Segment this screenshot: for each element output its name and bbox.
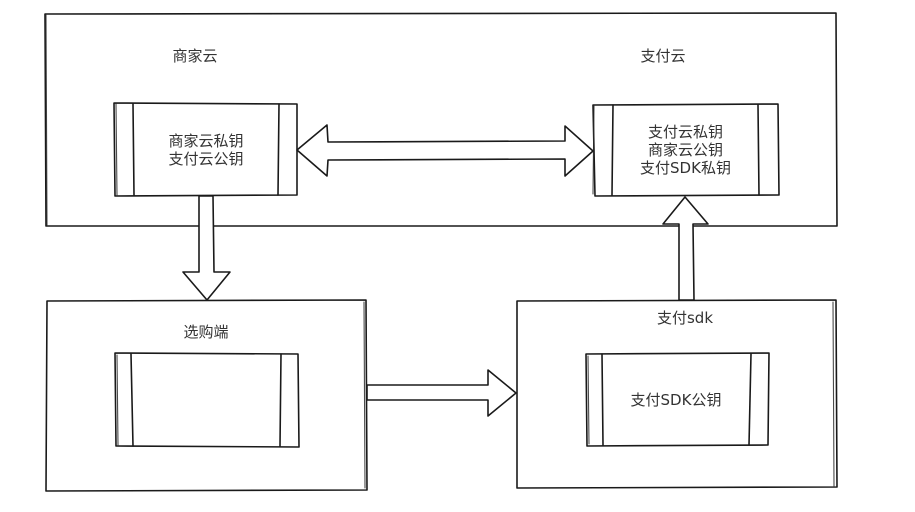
- payment-sdk-keys-box: [585, 352, 770, 447]
- merchant-cloud-keys-text: 商家云私钥 支付云公钥: [134, 104, 278, 195]
- up-arrow: [662, 196, 709, 301]
- payment-sdk-keys-text: 支付SDK公钥: [603, 354, 749, 445]
- payment-sdk-title: 支付sdk: [656, 309, 714, 327]
- cloud-container: [44, 12, 838, 227]
- payment-sdk-container: [516, 299, 838, 489]
- merchant-cloud-key-line: 支付云公钥: [168, 149, 244, 168]
- payment-sdk-key-line: 支付SDK公钥: [630, 390, 722, 409]
- down-arrow: [182, 195, 231, 301]
- shopping-client-container: [45, 299, 368, 492]
- payment-cloud-keys-text: 支付云私钥 商家云公钥 支付SDK私钥: [613, 105, 758, 195]
- payment-cloud-title: 支付云: [640, 47, 686, 65]
- merchant-cloud-key-line: 商家云私钥: [168, 131, 244, 150]
- shopping-client-inner-box: [114, 352, 300, 448]
- payment-cloud-key-line: 支付云私钥: [647, 123, 723, 141]
- bidirectional-arrow: [296, 124, 594, 177]
- right-arrow: [366, 369, 517, 417]
- merchant-cloud-title: 商家云: [172, 47, 218, 65]
- payment-cloud-key-line: 商家云公钥: [647, 141, 723, 159]
- payment-cloud-keys-box: [592, 103, 780, 197]
- payment-cloud-key-line: 支付SDK私钥: [640, 159, 731, 177]
- shopping-client-title: 选购端: [183, 323, 229, 341]
- merchant-cloud-keys-box: [113, 102, 298, 197]
